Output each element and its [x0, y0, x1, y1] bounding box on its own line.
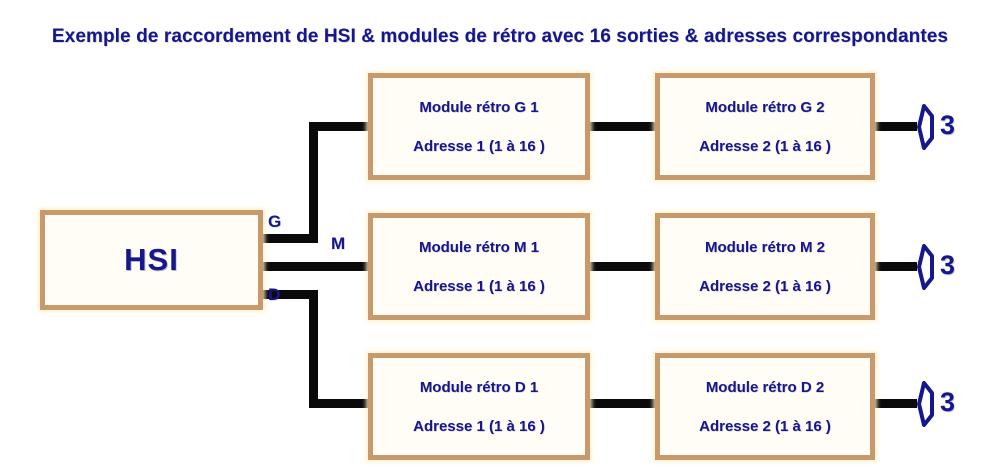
module-box-g1[interactable]: Module rétro G 1 Adresse 1 (1 à 16 ) — [368, 73, 590, 180]
module-address: Adresse 2 (1 à 16 ) — [699, 137, 831, 155]
wire-row3-inter — [587, 399, 658, 408]
wire-row1-tail — [872, 122, 917, 131]
module-address: Adresse 1 (1 à 16 ) — [413, 417, 545, 435]
hsi-box[interactable]: HSI — [40, 210, 263, 310]
wire-d-stub — [260, 290, 318, 299]
row2-output-count: 3 — [940, 250, 956, 280]
wire-row3-tail — [872, 399, 917, 408]
connector-arrow-icon — [913, 381, 939, 427]
port-label-g: G — [268, 212, 282, 231]
module-address: Adresse 2 (1 à 16 ) — [699, 277, 831, 295]
module-name: Module rétro M 1 — [418, 238, 539, 256]
module-name: Module rétro G 2 — [705, 98, 825, 116]
wire-m-to-module — [260, 262, 371, 271]
wire-g-riser — [309, 122, 318, 239]
row3-output-count: 3 — [940, 387, 956, 417]
module-box-d2[interactable]: Module rétro D 2 Adresse 2 (1 à 16 ) — [655, 353, 875, 460]
module-name: Module rétro M 2 — [704, 238, 825, 256]
connector-arrow-icon — [913, 104, 939, 150]
wire-g-to-module — [309, 122, 371, 131]
wire-row2-inter — [587, 262, 658, 271]
module-box-d1[interactable]: Module rétro D 1 Adresse 1 (1 à 16 ) — [368, 353, 590, 460]
module-box-m2[interactable]: Module rétro M 2 Adresse 2 (1 à 16 ) — [655, 213, 875, 320]
module-box-m1[interactable]: Module rétro M 1 Adresse 1 (1 à 16 ) — [368, 213, 590, 320]
wire-d-to-module — [309, 399, 371, 408]
module-address: Adresse 1 (1 à 16 ) — [413, 277, 545, 295]
port-label-d: D — [268, 285, 281, 304]
module-address: Adresse 1 (1 à 16 ) — [413, 137, 545, 155]
diagram-title: Exemple de raccordement de HSI & modules… — [51, 26, 949, 47]
port-label-m: M — [331, 234, 346, 253]
wire-row2-tail — [872, 262, 917, 271]
module-address: Adresse 2 (1 à 16 ) — [699, 417, 831, 435]
module-name: Module rétro D 2 — [705, 378, 825, 396]
module-name: Module rétro D 1 — [419, 378, 539, 396]
row1-output-count: 3 — [940, 110, 956, 140]
wire-d-dropper — [309, 290, 318, 408]
module-name: Module rétro G 1 — [419, 98, 539, 116]
hsi-label: HSI — [124, 242, 179, 277]
wire-g-stub — [260, 234, 318, 243]
connector-arrow-icon — [913, 244, 939, 290]
module-box-g2[interactable]: Module rétro G 2 Adresse 2 (1 à 16 ) — [655, 73, 875, 180]
wire-row1-inter — [587, 122, 658, 131]
